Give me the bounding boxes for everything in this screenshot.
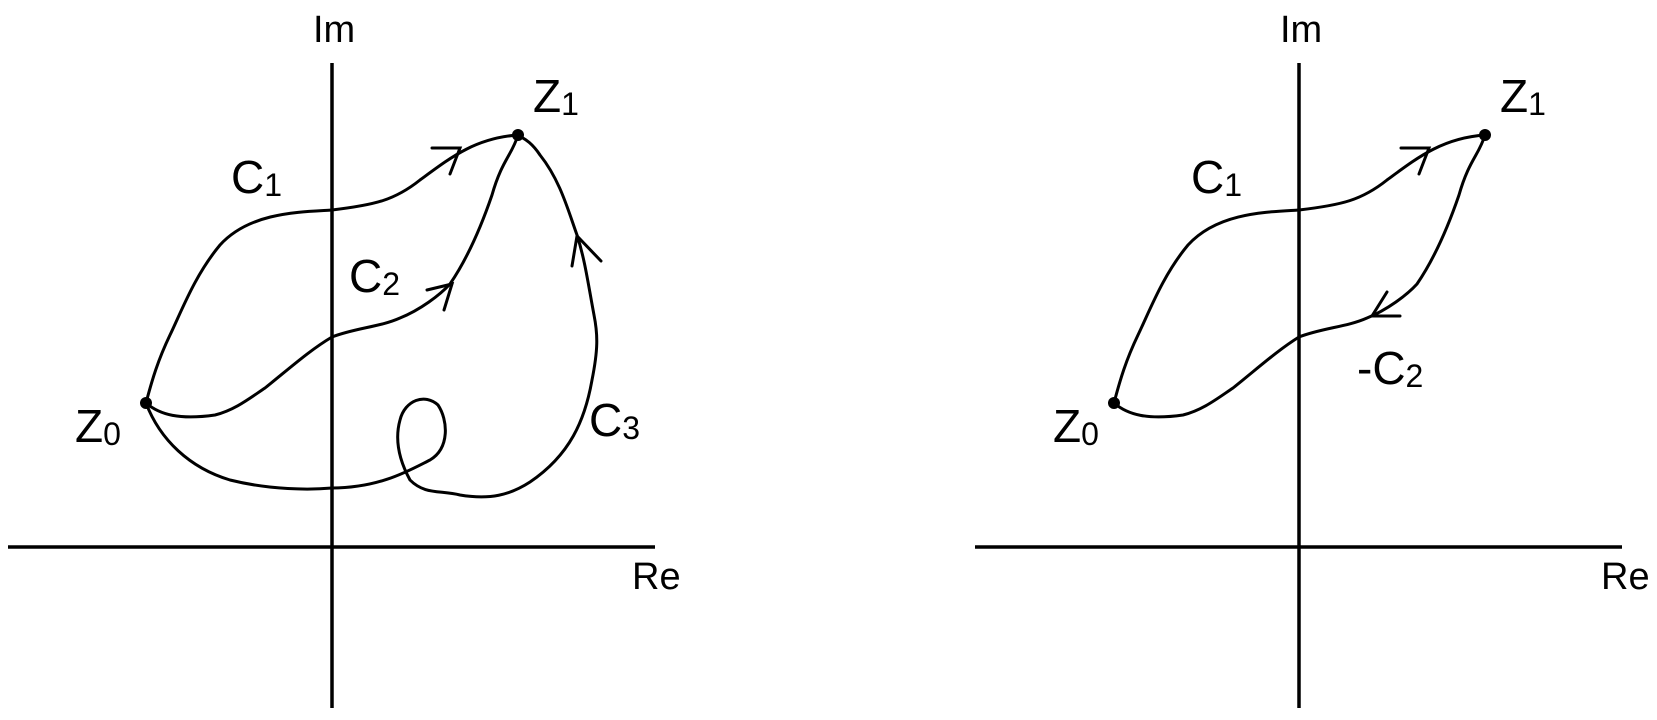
right-z1-label: Z1 bbox=[1500, 70, 1546, 122]
right-curve-c1 bbox=[1112, 133, 1487, 405]
left-point-z0 bbox=[140, 397, 152, 409]
right-real-axis-label: Re bbox=[1601, 556, 1650, 598]
right-z0-label: Z0 bbox=[1053, 400, 1099, 452]
right-point-z1 bbox=[1479, 129, 1491, 141]
left-arrow-c2 bbox=[425, 281, 455, 312]
left-arrow-c1 bbox=[430, 146, 463, 176]
left-diagram: Re Im Z0 Z1 C1 C2 C3 bbox=[8, 9, 681, 708]
right-arrow-c1 bbox=[1399, 146, 1432, 176]
right-minus-c2-label: -C2 bbox=[1357, 342, 1423, 394]
left-c2-label: C2 bbox=[349, 250, 400, 302]
left-point-z1 bbox=[512, 129, 524, 141]
left-z0-label: Z0 bbox=[75, 400, 121, 452]
right-curve-minus-c2 bbox=[1112, 133, 1487, 419]
left-z1-label: Z1 bbox=[533, 70, 579, 122]
left-c1-label: C1 bbox=[231, 151, 282, 203]
left-curve-c1 bbox=[144, 133, 520, 405]
left-curve-c2 bbox=[144, 133, 520, 419]
right-diagram: Re Im Z0 Z1 C1 -C2 bbox=[975, 9, 1650, 708]
left-real-axis-label: Re bbox=[632, 556, 681, 598]
right-c1-label: C1 bbox=[1191, 151, 1242, 203]
left-imag-axis-label: Im bbox=[313, 9, 355, 51]
left-arrow-c3 bbox=[570, 232, 603, 268]
right-point-z0 bbox=[1108, 397, 1120, 409]
left-curve-c3 bbox=[144, 133, 599, 499]
left-c3-label: C3 bbox=[589, 394, 640, 446]
right-arrow-minus-c2 bbox=[1369, 290, 1402, 318]
right-imag-axis-label: Im bbox=[1280, 9, 1322, 51]
